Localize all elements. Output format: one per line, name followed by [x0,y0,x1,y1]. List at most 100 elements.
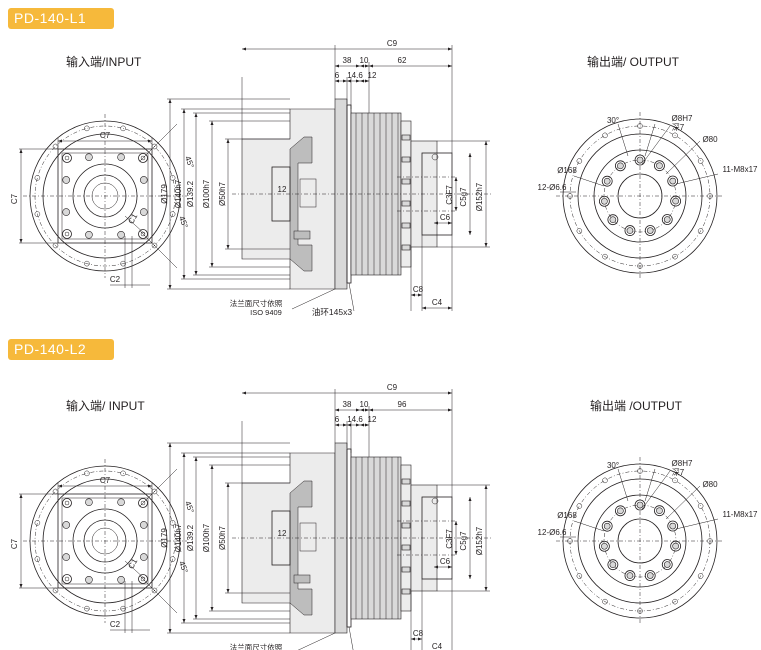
output-thread-hole-inner [601,542,608,550]
output-flange-hole [697,503,704,509]
side-adapter-housing [241,108,336,290]
input-angle-line-b [139,575,178,614]
side-62-dim-head-a [369,408,373,412]
input-flange-hole [120,260,126,267]
side-c9-dim-head-b [448,47,452,51]
side-62-dim-head-a [369,64,373,68]
side-12-dim-head-b [365,423,369,427]
side-146-label: 14.6 [347,71,363,80]
side-output-bolt [401,156,411,163]
side-dia-179-dim-head-a [168,99,172,103]
side-dia-100-label: Ø100h7 [202,523,211,552]
side-146-dim-head-a [347,79,351,83]
output-thread-hole-inner [672,542,679,550]
side-c9-label: C9 [387,39,398,48]
side-clamp-screw [293,574,311,584]
output-thread-leader [675,518,719,530]
input-screw [140,521,148,529]
output-d168-leader [573,520,605,532]
side-c8-dim-head-a [411,637,415,641]
side-dia-140-dim-head-b [182,619,186,623]
input-screw [117,498,125,506]
side-10-dim-head-a [360,64,364,68]
input-c1-leader [124,560,146,580]
side-dia-50-label: Ø50h7 [218,181,227,206]
side-c4-label: C4 [432,642,443,650]
side-note-iso: ISO 9409 [250,308,282,317]
output-d168-label: Ø168 [557,166,577,175]
side-output-bolt [401,478,411,485]
output-thread-hole [644,225,656,236]
side-c9-dim-head-a [242,47,246,51]
input-angle-a: 45° [183,500,196,514]
output-angle-label: 30° [607,461,619,470]
output-d168-leader [573,175,605,187]
side-dia-100-dim-head-b [210,607,214,611]
side-12-label: 12 [368,71,377,80]
side-c5-dim-head-a [468,153,472,157]
output-thread-hole-inner [663,561,671,568]
output-thread-hole-inner [609,561,617,568]
output-d80-label: Ø80 [702,480,718,489]
output-angle-line-a [617,468,629,502]
input-c7-side-dim-head-b [19,239,23,243]
output-holes-label: 12-Ø6.6 [538,528,567,537]
side-c6-dim-head-a [434,565,438,569]
output-thread-hole-inner [617,162,624,170]
side-c6-label: C6 [440,557,451,566]
output-thread-hole-inner [601,197,608,205]
side-oil-label: 油环145x3 [312,307,352,317]
output-angle-line-b [644,468,656,502]
side-note-leader [297,632,336,650]
output-thread-hole [661,559,673,570]
side-c3-dim-head-b [454,551,458,555]
output-flange-hole [672,477,678,484]
input-motor-hole-inner [64,500,70,506]
side-12-label: 12 [368,415,377,424]
side-dia-140-dim-head-a [182,453,186,457]
side-c5-label: C5g7 [459,187,468,207]
side-10-dim-head-b [365,64,369,68]
side-c6-dim-head-b [448,565,452,569]
side-d152-dim-head-b [484,587,488,591]
output-flange-hole [576,158,583,164]
side-62-label: 62 [398,56,407,65]
output-thread-hole [601,520,613,532]
side-12-dim-head-a [360,79,364,83]
side-12-dim-head-a [360,423,364,427]
input-motor-hole-inner [64,155,70,161]
output-thread-hole [654,160,665,172]
input-flange-hole [84,605,90,612]
side-adapter-housing [241,452,336,634]
side-10-dim-head-a [360,408,364,412]
input-screw [85,231,93,239]
input-label-l2: 输入端/ INPUT [66,399,145,413]
side-dia-100-dim-head-b [210,263,214,267]
input-flange-hole [52,143,59,150]
input-c2-label: C2 [110,620,121,629]
output-thread-hole [607,559,619,571]
output-thread-hole [598,195,610,207]
input-angle-line-a [139,123,178,162]
output-thread-hole [614,160,626,172]
input-c7-side-label: C7 [10,193,19,204]
side-output-bolt [401,222,411,229]
output-thread-hole [670,195,682,207]
side-6-dim-head-b [343,79,347,83]
output-thread-hole [601,175,613,187]
side-c4-dim-head-a [422,306,426,310]
input-motor-hole [62,498,72,508]
output-thread-hole [614,505,626,517]
output-angle-line-a [617,123,629,157]
output-flange-hole [697,573,704,579]
side-146-dim-head-a [347,423,351,427]
output-flange-hole [602,477,608,484]
output-flange-hole [697,228,704,234]
side-dia-100-label: Ø100h7 [202,179,211,208]
input-c7-side-dim-head-b [19,584,23,588]
output-d80-leader [665,140,701,175]
output-label-l1: 输出端/ OUTPUT [587,55,679,69]
